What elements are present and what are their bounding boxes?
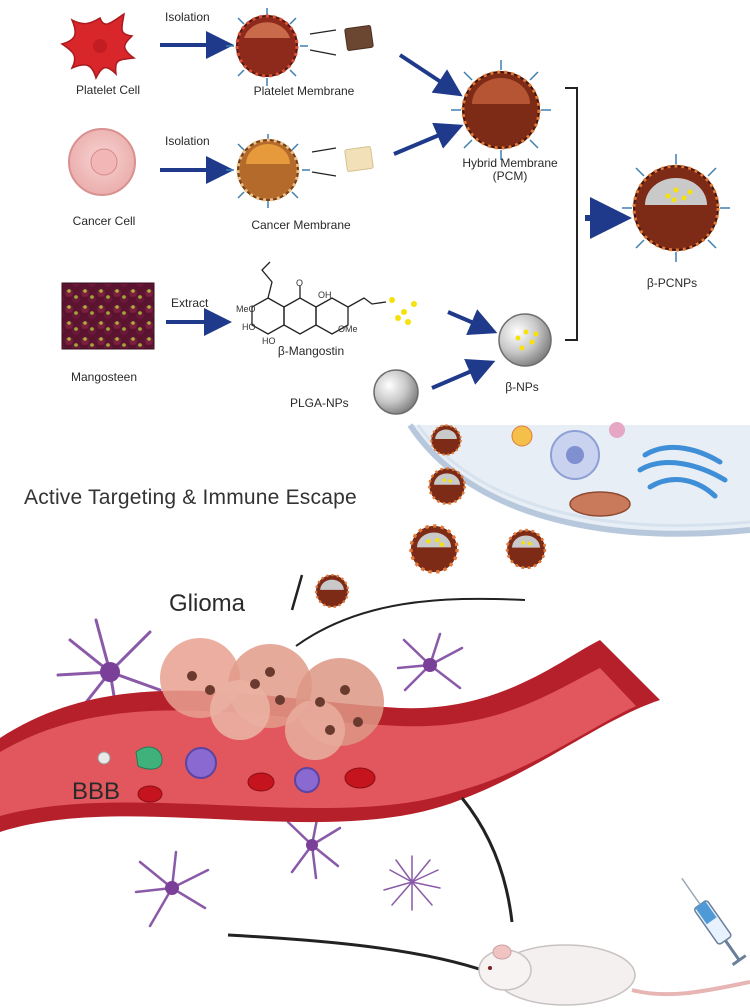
label-mangosteen: Mangosteen bbox=[70, 370, 138, 384]
label-active-targeting: Active Targeting & Immune Escape bbox=[24, 486, 357, 509]
label-platelet-cell: Platelet Cell bbox=[75, 83, 141, 97]
label-plga-nps: PLGA-NPs bbox=[290, 396, 349, 410]
chem-label-ho-1: HO bbox=[242, 322, 256, 332]
chem-label-ome: OMe bbox=[338, 324, 358, 334]
drug-molecules-icon bbox=[389, 297, 417, 325]
drug-loaded-np-icon bbox=[498, 313, 552, 367]
plga-np-icon bbox=[373, 369, 419, 415]
astrocyte-body-4 bbox=[165, 881, 179, 895]
label-b-pcnps: β-PCNPs bbox=[646, 276, 698, 290]
astrocyte-body-2 bbox=[423, 658, 437, 672]
arrow-plga-to-nps bbox=[431, 359, 496, 390]
astrocyte-icon bbox=[383, 855, 441, 911]
chem-label-ho-2: HO bbox=[262, 336, 276, 346]
label-isolation-1: Isolation bbox=[165, 10, 210, 24]
zoom-line-1 bbox=[295, 597, 526, 647]
arrow-platelet-to-hybrid bbox=[398, 53, 463, 97]
astrocyte-icon bbox=[56, 618, 162, 722]
label-bbb: BBB bbox=[72, 778, 121, 805]
label-b-mangostin: β-Mangostin bbox=[277, 344, 345, 358]
label-pcm: (PCM) bbox=[492, 169, 528, 183]
syringe-icon bbox=[681, 877, 747, 966]
label-isolation-2: Isolation bbox=[165, 134, 210, 148]
astrocyte-icon bbox=[396, 632, 464, 692]
label-extract: Extract bbox=[171, 296, 209, 310]
arrow-cancer-to-hybrid bbox=[393, 122, 464, 156]
mangosteen-photo bbox=[61, 282, 155, 350]
chem-label-oh: OH bbox=[318, 290, 332, 300]
label-cancer-membrane: Cancer Membrane bbox=[251, 218, 351, 232]
label-cancer-cell: Cancer Cell bbox=[72, 214, 136, 228]
mouse-icon bbox=[478, 944, 750, 1006]
blood-cells bbox=[97, 746, 376, 803]
astrocyte-icon bbox=[134, 850, 210, 928]
pcnp-flow-particles bbox=[314, 424, 547, 609]
mangostin-structure bbox=[251, 261, 387, 335]
chem-label-meo: MeO bbox=[236, 304, 256, 314]
merge-bracket bbox=[565, 87, 578, 341]
label-hybrid-membrane: Hybrid Membrane bbox=[462, 156, 558, 170]
zoom-line-3 bbox=[227, 933, 489, 974]
label-platelet-membrane: Platelet Membrane bbox=[253, 84, 355, 98]
pcnp-particle-icon bbox=[622, 154, 730, 262]
label-b-nps: β-NPs bbox=[505, 380, 539, 394]
astrocyte-body-1 bbox=[100, 662, 120, 682]
hybrid-membrane-icon bbox=[451, 60, 551, 160]
zoom-line-2 bbox=[460, 797, 514, 923]
glioma-cluster bbox=[160, 638, 384, 760]
chem-label-o: O bbox=[296, 278, 304, 288]
cancer-membrane-fragment-icon bbox=[311, 146, 374, 177]
glioma-pointer-line bbox=[290, 574, 304, 611]
label-glioma: Glioma bbox=[169, 590, 246, 617]
cancer-cell-icon bbox=[68, 128, 136, 196]
cancer-membrane-icon bbox=[226, 134, 310, 208]
target-cell-interior bbox=[407, 422, 750, 537]
astrocyte-body-3 bbox=[306, 839, 318, 851]
platelet-cell-icon bbox=[60, 12, 136, 81]
arrow-mangostin-to-nps bbox=[447, 309, 498, 335]
astrocyte-icon bbox=[286, 812, 342, 880]
platelet-membrane-fragment-icon bbox=[309, 25, 374, 56]
platelet-membrane-icon bbox=[226, 8, 308, 86]
